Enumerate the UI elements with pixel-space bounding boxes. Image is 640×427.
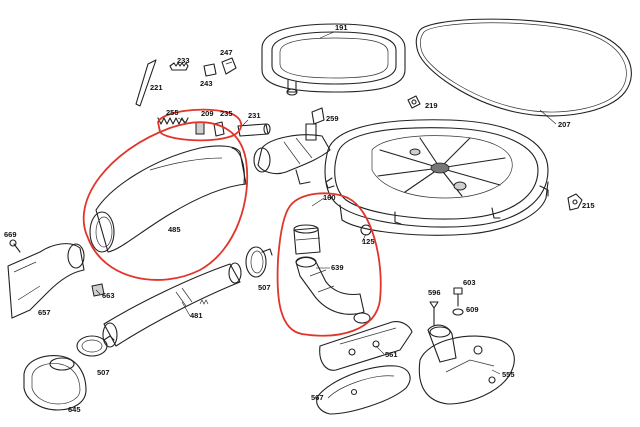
part-label-603: 603 xyxy=(463,278,476,287)
part-609-washer xyxy=(452,308,464,316)
part-247-clip xyxy=(221,57,237,75)
leader-lines xyxy=(95,31,557,375)
part-669-screw xyxy=(9,239,21,253)
part-label-259: 259 xyxy=(326,114,339,123)
highlight-duct-485 xyxy=(82,121,249,281)
air-filter-housing xyxy=(253,119,549,236)
part-603-bolt xyxy=(453,287,463,307)
part-221-rod xyxy=(135,59,157,107)
part-561-bracket xyxy=(319,321,413,371)
part-label-160: 160 xyxy=(323,193,336,202)
part-567-plate xyxy=(316,365,411,415)
part-507-clamp-lower xyxy=(76,335,115,357)
part-596-bolt xyxy=(429,301,439,327)
highlight-markings xyxy=(82,108,382,337)
part-639-elbow-hose xyxy=(295,256,371,324)
highlight-top-fittings xyxy=(157,108,242,142)
part-label-561: 561 xyxy=(385,350,398,359)
part-label-215: 215 xyxy=(582,201,595,210)
part-label-247: 247 xyxy=(220,48,233,57)
part-235-fitting xyxy=(213,121,225,137)
part-labels: 191 207 219 233 247 243 221 255 209 235 231 259 485 1… xyxy=(4,23,595,414)
part-label-233: 233 xyxy=(177,56,190,65)
part-219-clip xyxy=(407,95,421,109)
part-label-657: 657 xyxy=(38,308,51,317)
highlight-hose-639 xyxy=(276,192,382,337)
part-label-555: 555 xyxy=(502,370,515,379)
part-259-bracket xyxy=(311,107,325,125)
part-231-fitting xyxy=(237,123,271,137)
part-label-255: 255 xyxy=(166,108,179,117)
part-label-485: 485 xyxy=(168,225,181,234)
part-label-209: 209 xyxy=(201,109,214,118)
part-label-235: 235 xyxy=(220,109,233,118)
part-label-231: 231 xyxy=(248,111,261,120)
part-label-567: 567 xyxy=(311,393,324,402)
part-485-air-duct xyxy=(89,145,247,253)
part-207-seal-ring xyxy=(415,18,632,117)
part-label-639: 639 xyxy=(331,263,344,272)
part-255-spring xyxy=(157,117,189,125)
part-label-243: 243 xyxy=(200,79,213,88)
part-555-mount xyxy=(418,324,515,405)
part-label-221: 221 xyxy=(150,83,163,92)
part-657-intake-scoop xyxy=(7,243,85,319)
part-label-191: 191 xyxy=(335,23,348,32)
part-209-fitting xyxy=(195,121,205,135)
part-507-clamp-upper xyxy=(245,246,273,278)
part-160-tube xyxy=(293,224,321,255)
part-label-207: 207 xyxy=(558,120,571,129)
part-label-481: 481 xyxy=(190,311,203,320)
part-243-clip xyxy=(203,63,217,77)
part-label-663: 663 xyxy=(102,291,115,300)
part-215-clip xyxy=(567,193,583,211)
part-label-645: 645 xyxy=(68,405,81,414)
part-label-609: 609 xyxy=(466,305,479,314)
part-label-219: 219 xyxy=(425,101,438,110)
part-645-filter-element xyxy=(23,355,87,411)
part-label-669: 669 xyxy=(4,230,17,239)
part-233-spring xyxy=(169,62,189,71)
part-label-507a: 507 xyxy=(258,283,271,292)
part-663-clip xyxy=(91,283,105,297)
part-label-596: 596 xyxy=(428,288,441,297)
part-191-filter-cover xyxy=(261,23,406,96)
part-481-hose xyxy=(102,262,242,348)
part-label-507b: 507 xyxy=(97,368,110,377)
part-label-125: 125 xyxy=(362,237,375,246)
